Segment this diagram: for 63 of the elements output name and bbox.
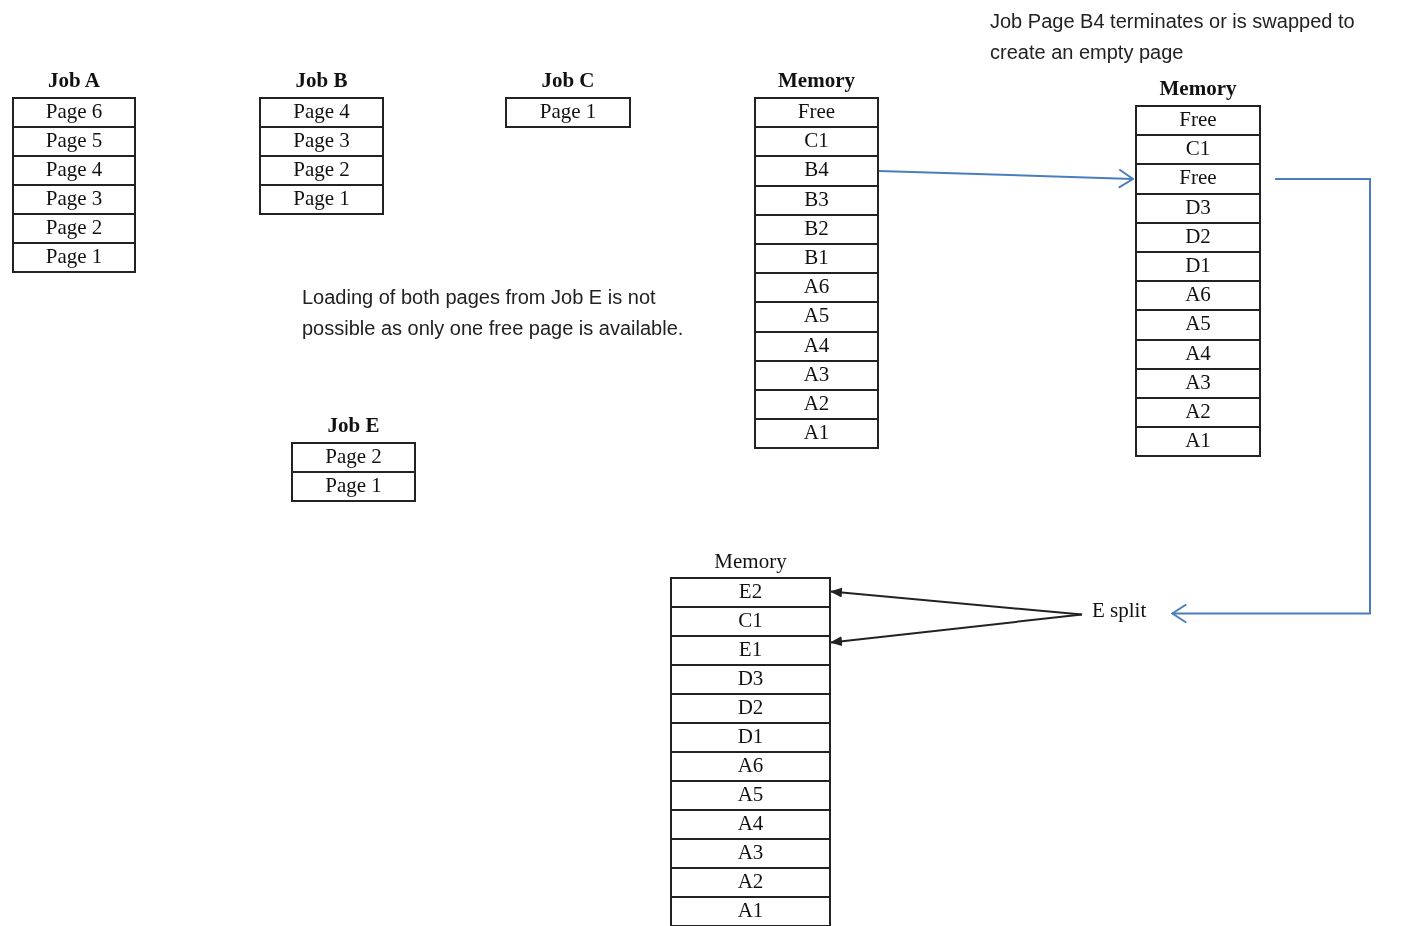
table-heading: Job E bbox=[326, 414, 381, 436]
table-heading: Job C bbox=[540, 69, 596, 91]
memory-cell: Page 5 bbox=[12, 126, 136, 157]
arrow bbox=[830, 613, 1083, 647]
memory-cell: D2 bbox=[670, 693, 831, 724]
memory-cell: C1 bbox=[670, 606, 831, 637]
memory-cell: C1 bbox=[1135, 134, 1261, 166]
memory-cell: A4 bbox=[754, 330, 879, 362]
memory-cell: Free bbox=[754, 97, 879, 129]
memory-cell: Page 4 bbox=[259, 97, 384, 128]
memory-cell: Page 2 bbox=[12, 213, 136, 244]
memory-cell: B3 bbox=[754, 184, 879, 216]
memory-cell: Page 2 bbox=[259, 155, 384, 186]
memory-cell: E2 bbox=[670, 577, 831, 608]
arrow bbox=[878, 168, 1134, 189]
memory-cell: A6 bbox=[1135, 280, 1261, 312]
memory-cell: A3 bbox=[754, 359, 879, 391]
memory-cell: A2 bbox=[754, 389, 879, 421]
memory-cell: Page 1 bbox=[12, 242, 136, 273]
table-heading: Memory bbox=[1158, 77, 1238, 99]
memory-cell: E1 bbox=[670, 635, 831, 666]
memory-cell: D3 bbox=[670, 664, 831, 695]
text-label: E split bbox=[1092, 598, 1147, 623]
table-heading: Job A bbox=[47, 69, 101, 91]
memory-cell: A1 bbox=[670, 896, 831, 926]
memory-cell: A4 bbox=[670, 809, 831, 840]
memory-cell: Page 1 bbox=[291, 471, 416, 502]
arrow bbox=[830, 587, 1083, 616]
memory-cell: A2 bbox=[1135, 397, 1261, 429]
memory-cell: B2 bbox=[754, 213, 879, 245]
memory-cell: A5 bbox=[1135, 309, 1261, 341]
memory-cell: Page 3 bbox=[259, 126, 384, 157]
memory-cell: C1 bbox=[754, 126, 879, 158]
memory-cell: A1 bbox=[1135, 426, 1261, 458]
table-heading: Job B bbox=[294, 69, 349, 91]
memory-cell: A2 bbox=[670, 867, 831, 898]
memory-cell: D2 bbox=[1135, 221, 1261, 253]
memory-cell: D3 bbox=[1135, 192, 1261, 224]
memory-cell: Page 2 bbox=[291, 442, 416, 473]
memory-cell: Page 3 bbox=[12, 184, 136, 215]
memory-cell: Free bbox=[1135, 163, 1261, 195]
memory-cell: B4 bbox=[754, 155, 879, 187]
memory-cell: A1 bbox=[754, 418, 879, 450]
note-text: Loading of both pages from Job E is not possible as only one free page is available. bbox=[302, 285, 685, 341]
memory-cell: A6 bbox=[670, 751, 831, 782]
table-heading: Memory bbox=[713, 550, 788, 572]
memory-cell: Page 1 bbox=[505, 97, 631, 128]
memory-cell: Free bbox=[1135, 105, 1261, 137]
table-heading: Memory bbox=[777, 69, 856, 91]
memory-cell: Page 4 bbox=[12, 155, 136, 186]
memory-cell: Page 6 bbox=[12, 97, 136, 128]
memory-cell: A3 bbox=[1135, 367, 1261, 399]
note-text: Job Page B4 terminates or is swapped to create an empty page bbox=[990, 9, 1356, 65]
arrow bbox=[1171, 178, 1371, 624]
memory-cell: A5 bbox=[670, 780, 831, 811]
memory-cell: D1 bbox=[670, 722, 831, 753]
memory-cell: A3 bbox=[670, 838, 831, 869]
memory-cell: A6 bbox=[754, 272, 879, 304]
memory-cell: D1 bbox=[1135, 251, 1261, 283]
memory-cell: A4 bbox=[1135, 338, 1261, 370]
memory-cell: A5 bbox=[754, 301, 879, 333]
memory-cell: B1 bbox=[754, 243, 879, 275]
memory-cell: Page 1 bbox=[259, 184, 384, 215]
